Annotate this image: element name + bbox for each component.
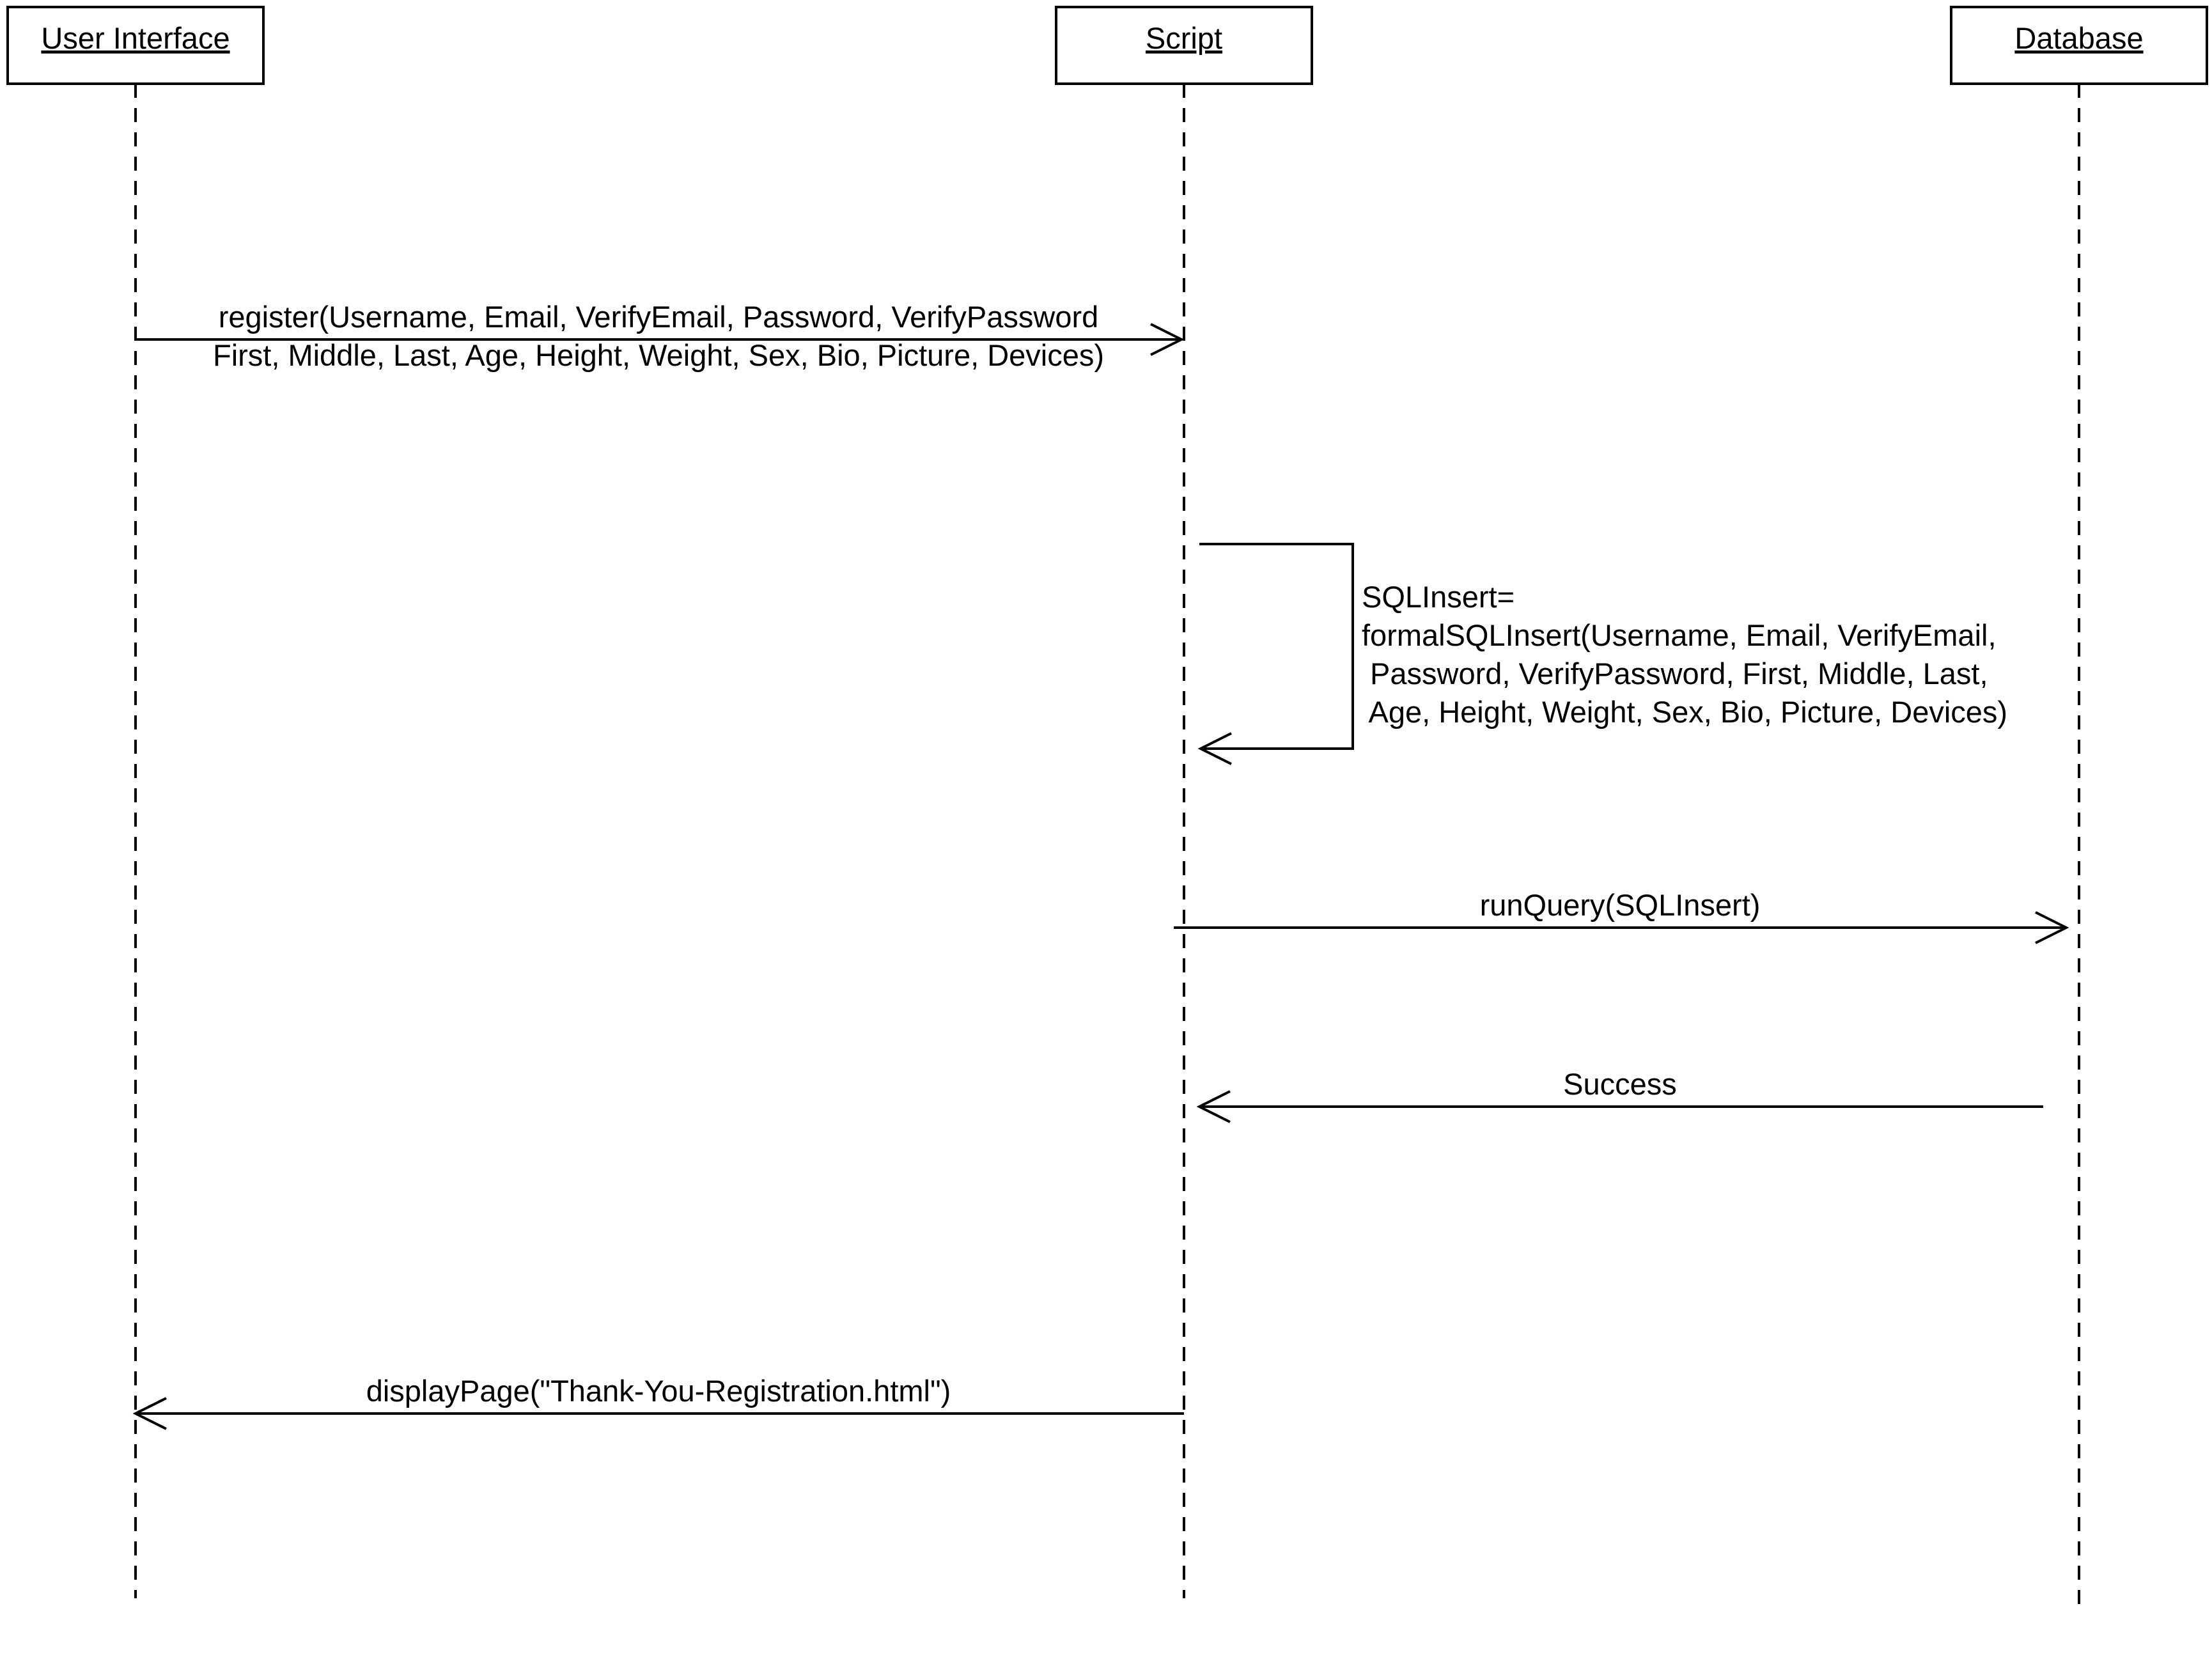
message-label: Password, VerifyPassword, First, Middle,… [1362,657,1988,690]
participant-script[interactable]: Script [1055,6,1313,85]
participant-box[interactable] [6,6,265,85]
message-label: SQLInsert= [1362,580,1515,614]
message-register[interactable]: register(Username, Email, VerifyEmail, P… [136,300,1185,372]
message-self-call-formal-sql-insert[interactable]: SQLInsert= formalSQLInsert(Username, Ema… [1197,543,2007,765]
message-success[interactable]: Success [1196,1067,2043,1123]
message-label: displayPage("Thank-You-Registration.html… [366,1374,951,1408]
participant-label: User Interface [41,21,230,55]
message-label: register(Username, Email, VerifyEmail, P… [219,300,1099,334]
participant-label: Database [2014,21,2143,55]
participant-box[interactable] [1055,6,1313,85]
message-label: Age, Height, Weight, Sex, Bio, Picture, … [1362,695,2007,729]
arrowhead-open [1150,323,1185,356]
message-run-query[interactable]: runQuery(SQLInsert) [1174,888,2069,944]
arrowhead-open [132,1397,167,1430]
participant-database[interactable]: Database [1950,6,2208,85]
arrowhead-open [1197,732,1232,765]
arrowhead-open [1196,1090,1231,1123]
message-display-page[interactable]: displayPage("Thank-You-Registration.html… [132,1374,1184,1430]
message-label: First, Middle, Last, Age, Height, Weight… [213,338,1104,372]
participant-user-interface[interactable]: User Interface [6,6,265,85]
message-label: formalSQLInsert(Username, Email, VerifyE… [1362,618,1997,652]
participant-box[interactable] [1950,6,2208,85]
message-label: Success [1563,1067,1677,1101]
arrowhead-open [2035,911,2069,944]
message-label: runQuery(SQLInsert) [1480,888,1761,922]
participant-label: Script [1146,21,1222,55]
message-line [1199,543,1354,750]
